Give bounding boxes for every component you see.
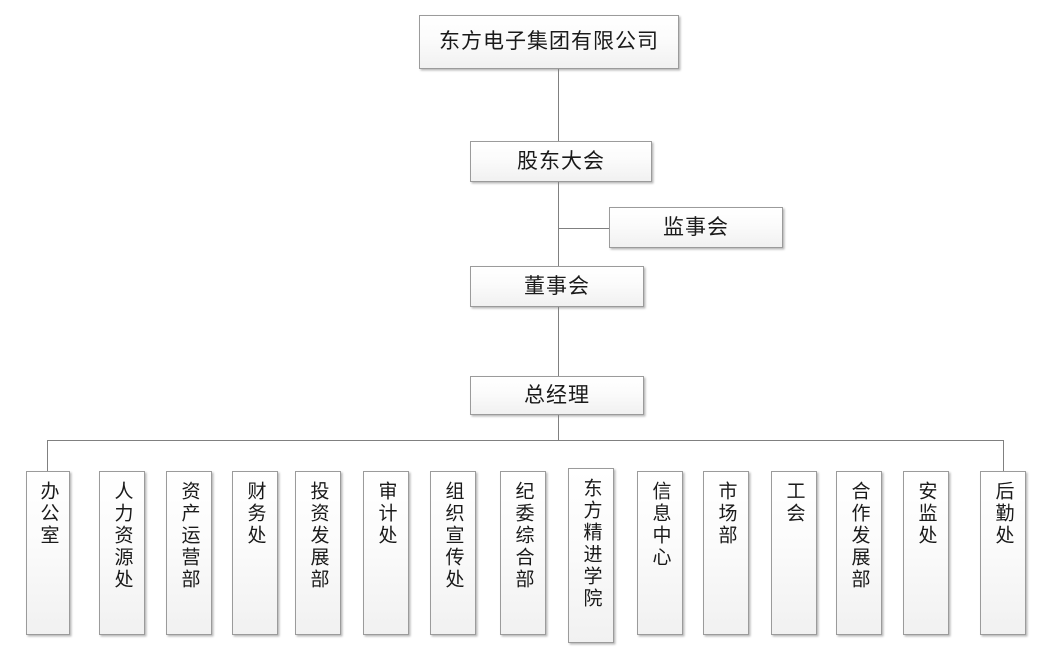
node-board-of-directors-label: 董事会	[524, 273, 590, 298]
connector-branch-to-supervisors	[558, 228, 609, 229]
node-department-cooperation-development-label: 合作发展部	[848, 481, 870, 591]
connector-bus-drop-right	[1003, 440, 1004, 471]
node-department-information-center-label: 信息中心	[649, 481, 671, 569]
connector-bus-drop-left	[47, 440, 48, 471]
node-department-organization-publicity-label: 组织宣传处	[442, 481, 464, 591]
node-board-of-supervisors[interactable]: 监事会	[609, 207, 783, 248]
node-department-human-resources[interactable]: 人力资源处	[99, 471, 145, 635]
node-department-investment-development-label: 投资发展部	[307, 481, 329, 591]
node-department-finance[interactable]: 财务处	[232, 471, 278, 635]
node-department-human-resources-label: 人力资源处	[111, 481, 133, 591]
node-company-label: 东方电子集团有限公司	[439, 29, 659, 54]
node-department-discipline-inspection[interactable]: 纪委综合部	[500, 471, 546, 635]
node-department-cooperation-development[interactable]: 合作发展部	[836, 471, 882, 635]
node-department-discipline-inspection-label: 纪委综合部	[512, 481, 534, 591]
node-department-asset-operations-label: 资产运营部	[178, 481, 200, 591]
node-shareholders-meeting-label: 股东大会	[517, 148, 605, 173]
node-department-labor-union[interactable]: 工会	[771, 471, 817, 635]
node-department-information-center[interactable]: 信息中心	[637, 471, 683, 635]
node-company[interactable]: 东方电子集团有限公司	[419, 15, 679, 69]
node-department-marketing-label: 市场部	[715, 481, 737, 547]
node-board-of-directors[interactable]: 董事会	[470, 266, 644, 307]
connector-department-bus	[47, 440, 1004, 441]
node-department-investment-development[interactable]: 投资发展部	[295, 471, 341, 635]
node-department-finance-label: 财务处	[244, 481, 266, 547]
node-shareholders-meeting[interactable]: 股东大会	[470, 141, 652, 182]
connector-shareholders-to-board	[558, 182, 559, 266]
node-general-manager[interactable]: 总经理	[470, 376, 644, 415]
node-department-office[interactable]: 办公室	[26, 471, 70, 635]
node-department-safety-supervision-label: 安监处	[915, 481, 937, 547]
node-general-manager-label: 总经理	[524, 382, 590, 407]
connector-board-to-manager	[558, 307, 559, 376]
node-department-logistics[interactable]: 后勤处	[980, 471, 1026, 635]
node-department-audit[interactable]: 审计处	[363, 471, 409, 635]
node-department-office-label: 办公室	[37, 481, 59, 547]
node-department-dongfang-academy[interactable]: 东方精进学院	[568, 468, 614, 643]
node-department-safety-supervision[interactable]: 安监处	[903, 471, 949, 635]
connector-manager-to-bus	[558, 415, 559, 441]
node-department-asset-operations[interactable]: 资产运营部	[166, 471, 212, 635]
node-department-dongfang-academy-label: 东方精进学院	[580, 478, 602, 610]
node-board-of-supervisors-label: 监事会	[663, 214, 729, 239]
node-department-audit-label: 审计处	[375, 481, 397, 547]
node-department-organization-publicity[interactable]: 组织宣传处	[430, 471, 476, 635]
connector-company-to-shareholders	[558, 69, 559, 141]
node-department-marketing[interactable]: 市场部	[703, 471, 749, 635]
node-department-labor-union-label: 工会	[783, 481, 805, 525]
node-department-logistics-label: 后勤处	[992, 481, 1014, 547]
